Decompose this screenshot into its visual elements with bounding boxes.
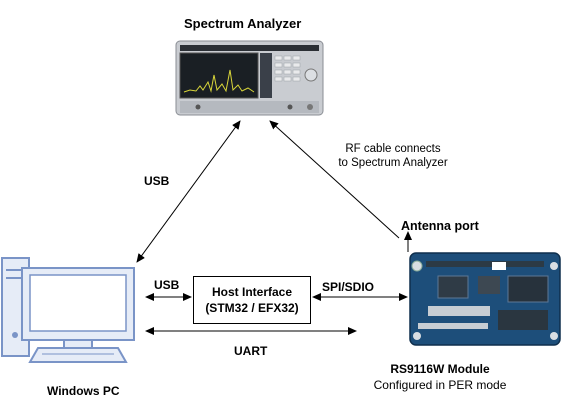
usb-link-pc-analyzer [136, 120, 241, 263]
spectrum-analyzer-title: Spectrum Analyzer [184, 16, 302, 31]
usb-mid-label: USB [154, 278, 180, 292]
antenna-port-label: Antenna port [401, 219, 479, 233]
host-interface-box: Host Interface (STM32 / EFX32) [193, 276, 311, 324]
usb-top-label: USB [144, 174, 170, 188]
spi-sdio-label: SPI/SDIO [322, 280, 375, 294]
rs9116w-board [409, 252, 561, 346]
windows-pc-label: Windows PC [47, 384, 120, 398]
spectrum-analyzer-device [175, 40, 324, 116]
rf-cable-arrow [269, 120, 400, 239]
rf-cable-note-line2: to Spectrum Analyzer [338, 157, 448, 169]
module-caption: RS9116W Module Configured in PER mode [360, 361, 520, 393]
module-name: RS9116W Module [390, 362, 490, 376]
rf-cable-note: RF cable connects to Spectrum Analyzer [318, 142, 468, 170]
host-interface-line2: (STM32 / EFX32) [205, 301, 299, 315]
host-interface-line1: Host Interface [211, 285, 293, 299]
uart-label: UART [234, 344, 268, 358]
rf-cable-note-line1: RF cable connects [345, 143, 441, 155]
module-mode: Configured in PER mode [373, 378, 507, 392]
windows-pc-icon [1, 257, 135, 363]
